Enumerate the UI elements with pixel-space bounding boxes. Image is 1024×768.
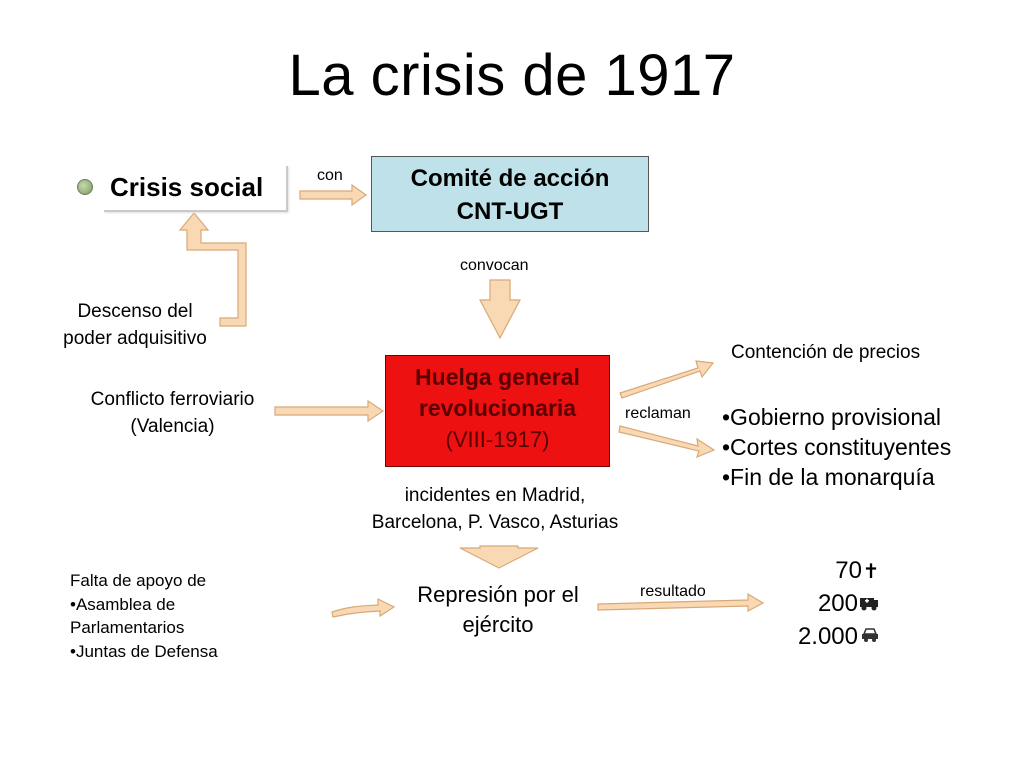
node-represion: Represión por el ejército bbox=[398, 580, 598, 640]
result-value: 70 bbox=[835, 557, 862, 584]
edge-label-convocan: convocan bbox=[460, 257, 529, 274]
arrow-reclaman bbox=[618, 425, 716, 459]
demanda-item: •Fin de la monarquía bbox=[722, 464, 935, 490]
result-value: 200 bbox=[817, 590, 858, 617]
node-resultados: 70✝ 200 2.000 bbox=[760, 555, 880, 653]
node-conflicto: Conflicto ferroviario (Valencia) bbox=[60, 386, 285, 440]
bullet-icon bbox=[77, 179, 93, 195]
node-descenso: Descenso del poder adquisitivo bbox=[40, 298, 230, 352]
result-row: 200 bbox=[760, 588, 880, 621]
arrow-resultado bbox=[597, 592, 765, 612]
arrow-convocan bbox=[479, 279, 521, 340]
represion-line1: Represión por el bbox=[417, 582, 579, 607]
arrow-falta bbox=[331, 598, 396, 618]
falta-item: Parlamentarios bbox=[70, 618, 185, 637]
descenso-line2: poder adquisitivo bbox=[63, 328, 207, 349]
edge-label-reclaman: reclaman bbox=[625, 405, 691, 422]
huelga-line1: Huelga general bbox=[415, 364, 580, 390]
node-demandas: •Gobierno provisional •Cortes constituye… bbox=[722, 402, 951, 492]
node-crisis-social: Crisis social bbox=[102, 164, 286, 210]
incidentes-line1: incidentes en Madrid, bbox=[404, 485, 586, 506]
falta-item: Falta de apoyo de bbox=[70, 571, 207, 590]
edge-label-resultado: resultado bbox=[640, 583, 706, 600]
result-row: 2.000 bbox=[760, 621, 880, 654]
node-incidentes: incidentes en Madrid, Barcelona, P. Vasc… bbox=[330, 482, 660, 536]
node-comite-accion: Comité de acción CNT-UGT bbox=[371, 156, 649, 232]
vehicle-icon bbox=[858, 621, 880, 653]
arrow-conflicto bbox=[274, 399, 385, 423]
conflicto-line2: (Valencia) bbox=[130, 416, 215, 437]
comite-line1: Comité de acción bbox=[410, 165, 610, 192]
demanda-item: •Gobierno provisional bbox=[722, 404, 942, 430]
huelga-line3: (VIII-1917) bbox=[445, 427, 550, 452]
arrow-contencion bbox=[619, 360, 715, 399]
arrow-descenso bbox=[178, 212, 247, 327]
arrow-con bbox=[299, 183, 368, 207]
conflicto-line1: Conflicto ferroviario bbox=[90, 389, 255, 410]
page-title: La crisis de 1917 bbox=[288, 43, 736, 108]
result-row: 70✝ bbox=[760, 555, 880, 588]
injured-icon bbox=[858, 589, 880, 621]
descenso-line1: Descenso del bbox=[77, 301, 193, 322]
falta-item: •Asamblea de bbox=[70, 594, 176, 614]
falta-item: •Juntas de Defensa bbox=[70, 641, 218, 661]
comite-line2: CNT-UGT bbox=[456, 198, 564, 225]
edge-label-con: con bbox=[317, 167, 343, 184]
represion-line2: ejército bbox=[462, 612, 534, 637]
result-value: 2.000 bbox=[797, 622, 858, 650]
node-falta-apoyo: Falta de apoyo de •Asamblea de Parlament… bbox=[70, 569, 218, 663]
incidentes-line2: Barcelona, P. Vasco, Asturias bbox=[371, 512, 619, 533]
huelga-line2: revolucionaria bbox=[418, 395, 577, 421]
demanda-item: •Cortes constituyentes bbox=[722, 434, 952, 460]
node-contencion: Contención de precios bbox=[731, 342, 921, 363]
cross-icon: ✝ bbox=[862, 561, 880, 583]
node-huelga-general: Huelga general revolucionaria (VIII-1917… bbox=[385, 355, 610, 467]
arrow-incidentes bbox=[459, 545, 539, 569]
